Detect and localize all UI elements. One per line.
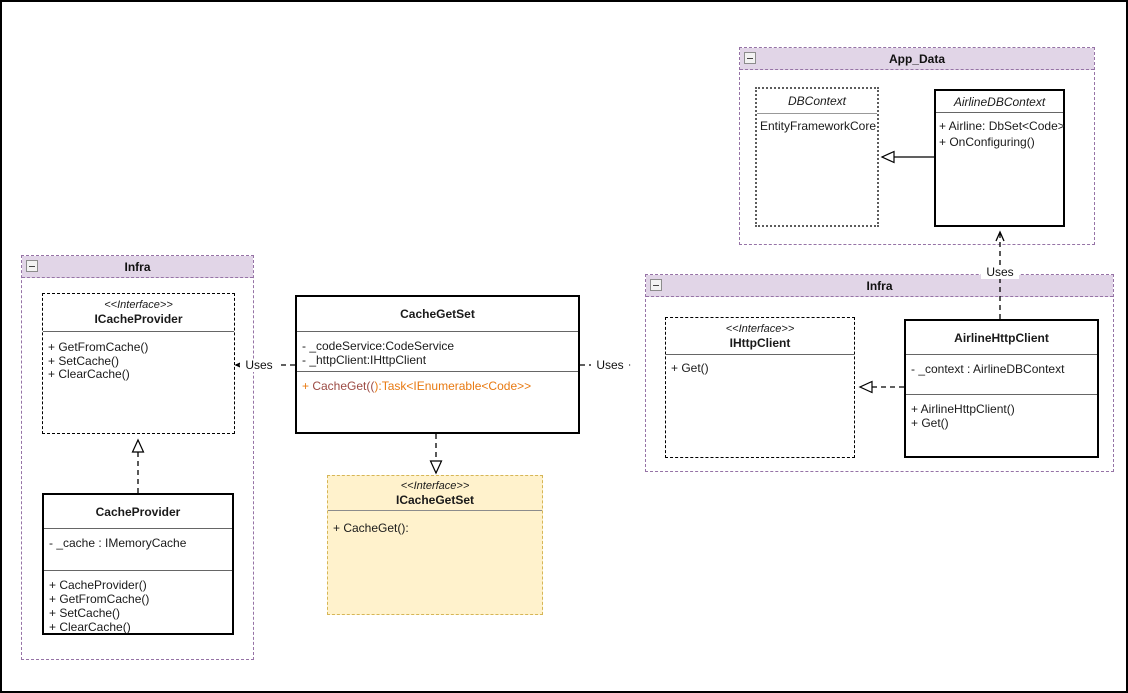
method-line: + SetCache() <box>48 353 120 368</box>
member-line: + Airline: DbSet<Code> <box>939 119 1065 133</box>
method-line: + Get() <box>911 416 949 430</box>
stereotype: <<Interface>> <box>104 299 173 311</box>
class-title: ICacheProvider <box>94 312 183 326</box>
class-cache-get-set: CacheGetSet - _codeService:CodeService -… <box>295 295 580 434</box>
method-line: + GetFromCache() <box>49 592 150 606</box>
interface-icache-provider-title-section: <<Interface>> ICacheProvider <box>43 294 234 332</box>
package-title: App_Data <box>888 51 945 66</box>
collapse-icon[interactable] <box>650 279 662 291</box>
class-airline-http-client-attributes: - _context : AirlineDBContext <box>906 355 1097 395</box>
class-dbcontext-title-section: DBContext <box>757 89 877 114</box>
member-line: + OnConfiguring() <box>939 135 1035 149</box>
interface-ihttp-client-methods: + Get() <box>666 355 854 376</box>
attribute-line: - _context : AirlineDBContext <box>911 362 1065 376</box>
method-prefix: + <box>302 379 313 393</box>
method-line: + Get() <box>671 361 709 375</box>
attribute-line: - _codeService:CodeService <box>302 339 455 353</box>
method-line: + GetFromCache() <box>48 340 149 354</box>
method-line: + ClearCache() <box>48 367 130 381</box>
class-title: IHttpClient <box>729 335 791 350</box>
class-airline-http-client-title-section: AirlineHttpClient <box>906 321 1097 355</box>
minus-glyph <box>29 265 35 267</box>
class-title: CacheProvider <box>95 504 181 519</box>
interface-icache-provider-methods: + GetFromCache() + SetCache() + ClearCac… <box>43 332 234 382</box>
method-line: + CacheGet(): <box>333 521 409 535</box>
class-airline-dbcontext-members: + Airline: DbSet<Code> + OnConfiguring() <box>936 113 1065 150</box>
method-line: + CacheProvider() <box>49 578 147 592</box>
package-title: Infra <box>124 259 151 274</box>
edge-label-uses-left: Uses <box>240 359 278 372</box>
body-text: EntityFrameworkCore <box>760 119 877 133</box>
method-line: + ClearCache() <box>49 620 131 634</box>
interface-ihttp-client-title-section: <<Interface>> IHttpClient <box>666 318 854 355</box>
class-dbcontext-body: EntityFrameworkCore <box>757 114 877 134</box>
interface-icache-get-set: <<Interface>> ICacheGetSet + CacheGet(): <box>327 475 543 615</box>
method-name: CacheGet(( <box>312 379 375 393</box>
interface-icache-get-set-methods: + CacheGet(): <box>328 511 542 536</box>
package-infra-right: Infra <box>645 274 1114 472</box>
class-title: CacheGetSet <box>400 307 475 321</box>
collapse-icon[interactable] <box>744 52 756 64</box>
method-cacheget-line: + CacheGet(():Task<IEnumerable<Code>> <box>302 379 574 394</box>
interface-icache-get-set-title-section: <<Interface>> ICacheGetSet <box>328 476 542 511</box>
class-cache-get-set-title-section: CacheGetSet <box>297 297 578 332</box>
method-line: + SetCache() <box>49 606 121 620</box>
class-dbcontext: DBContext EntityFrameworkCore <box>755 87 879 227</box>
class-title: DBContext <box>787 94 847 108</box>
class-title: ICacheGetSet <box>395 492 475 507</box>
package-app-data-header: App_Data <box>740 48 1094 70</box>
class-airline-dbcontext: AirlineDBContext + Airline: DbSet<Code> … <box>934 89 1065 227</box>
stereotype: <<Interface>> <box>725 322 795 335</box>
package-infra-left: Infra <box>21 255 254 660</box>
class-cache-provider: CacheProvider - _cache : IMemoryCache + … <box>42 493 234 635</box>
edge-label-uses-top: Uses <box>981 266 1019 279</box>
package-infra-right-header: Infra <box>646 275 1113 297</box>
method-signature: ):Task<IEnumerable<Code>> <box>374 379 532 393</box>
class-cache-get-set-methods: + CacheGet(():Task<IEnumerable<Code>> <box>297 372 578 394</box>
attribute-line: - _cache : IMemoryCache <box>49 536 187 550</box>
class-title: AirlineHttpClient <box>954 330 1049 345</box>
package-infra-left-header: Infra <box>22 256 253 278</box>
package-title: Infra <box>866 278 893 293</box>
class-title: AirlineDBContext <box>953 94 1046 109</box>
class-cache-provider-title-section: CacheProvider <box>44 495 232 529</box>
stereotype: <<Interface>> <box>400 479 470 492</box>
class-airline-dbcontext-title-section: AirlineDBContext <box>936 91 1063 113</box>
collapse-icon[interactable] <box>26 260 38 272</box>
interface-icache-provider: <<Interface>> ICacheProvider + GetFromCa… <box>42 293 235 434</box>
class-cache-provider-methods: + CacheProvider() + GetFromCache() + Set… <box>44 571 232 634</box>
class-cache-get-set-attributes: - _codeService:CodeService - _httpClient… <box>297 332 578 372</box>
class-airline-http-client-methods: + AirlineHttpClient() + Get() <box>906 395 1097 430</box>
class-airline-http-client: AirlineHttpClient - _context : AirlineDB… <box>904 319 1099 458</box>
minus-glyph <box>653 284 659 286</box>
interface-ihttp-client: <<Interface>> IHttpClient + Get() <box>665 317 855 458</box>
method-line: + AirlineHttpClient() <box>911 402 1015 416</box>
class-cache-provider-attributes: - _cache : IMemoryCache <box>44 529 232 571</box>
attribute-line: - _httpClient:IHttpClient <box>302 352 427 367</box>
minus-glyph <box>747 57 753 59</box>
edge-label-uses-right: Uses <box>591 359 629 372</box>
package-app-data: App_Data <box>739 47 1095 245</box>
